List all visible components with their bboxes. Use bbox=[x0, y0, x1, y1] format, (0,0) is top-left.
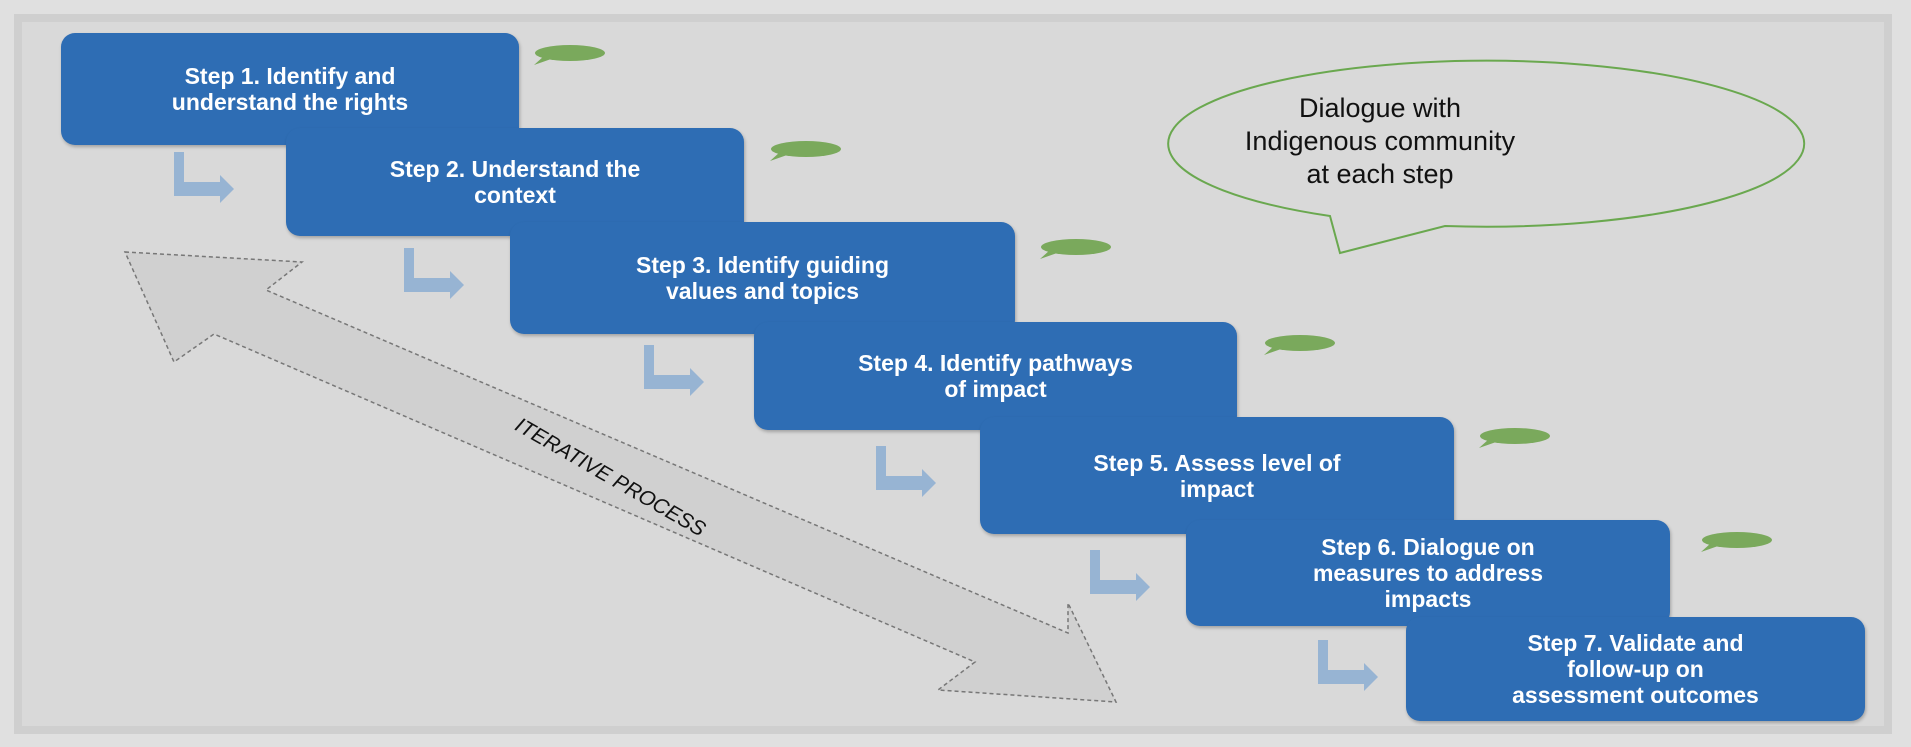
step-comment-bubbles bbox=[534, 45, 1772, 552]
speech-bubble-icon bbox=[1701, 532, 1772, 552]
step-3-label: Step 3. Identify guiding values and topi… bbox=[636, 252, 889, 304]
dialogue-speech-bubble bbox=[1167, 59, 1806, 255]
step-7-label: Step 7. Validate and follow-up on assess… bbox=[1512, 630, 1759, 708]
step-4-box: Step 4. Identify pathways of impact bbox=[754, 322, 1237, 430]
step-4-label: Step 4. Identify pathways of impact bbox=[858, 350, 1133, 402]
step-7-box: Step 7. Validate and follow-up on assess… bbox=[1406, 617, 1865, 721]
step-5-box: Step 5. Assess level of impact bbox=[980, 417, 1454, 534]
speech-bubble-icon bbox=[1264, 335, 1335, 355]
step-2-box: Step 2. Understand the context bbox=[286, 128, 744, 236]
speech-bubble-icon bbox=[1479, 428, 1550, 448]
step-connectors bbox=[174, 152, 1378, 691]
step-6-box: Step 6. Dialogue on measures to address … bbox=[1186, 520, 1670, 626]
speech-bubble-icon bbox=[770, 141, 841, 161]
step-2-label: Step 2. Understand the context bbox=[389, 156, 641, 208]
bent-arrow-icon bbox=[404, 248, 464, 299]
bent-arrow-icon bbox=[1318, 640, 1378, 691]
bent-arrow-icon bbox=[174, 152, 234, 203]
bent-arrow-icon bbox=[1090, 550, 1150, 601]
step-1-label: Step 1. Identify and understand the righ… bbox=[171, 63, 409, 115]
step-6-label: Step 6. Dialogue on measures to address … bbox=[1312, 534, 1544, 612]
bent-arrow-icon bbox=[876, 446, 936, 497]
speech-bubble-icon bbox=[534, 45, 605, 65]
bent-arrow-icon bbox=[644, 345, 704, 396]
step-1-box: Step 1. Identify and understand the righ… bbox=[61, 33, 519, 145]
dialogue-bubble-text: Dialogue with Indigenous community at ea… bbox=[1244, 93, 1516, 189]
step-3-box: Step 3. Identify guiding values and topi… bbox=[510, 222, 1015, 334]
step-5-label: Step 5. Assess level of impact bbox=[1093, 449, 1341, 502]
double-headed-arrow-icon bbox=[123, 251, 1118, 703]
speech-bubble-icon bbox=[1040, 239, 1111, 259]
speech-bubble-icon bbox=[1167, 59, 1806, 255]
